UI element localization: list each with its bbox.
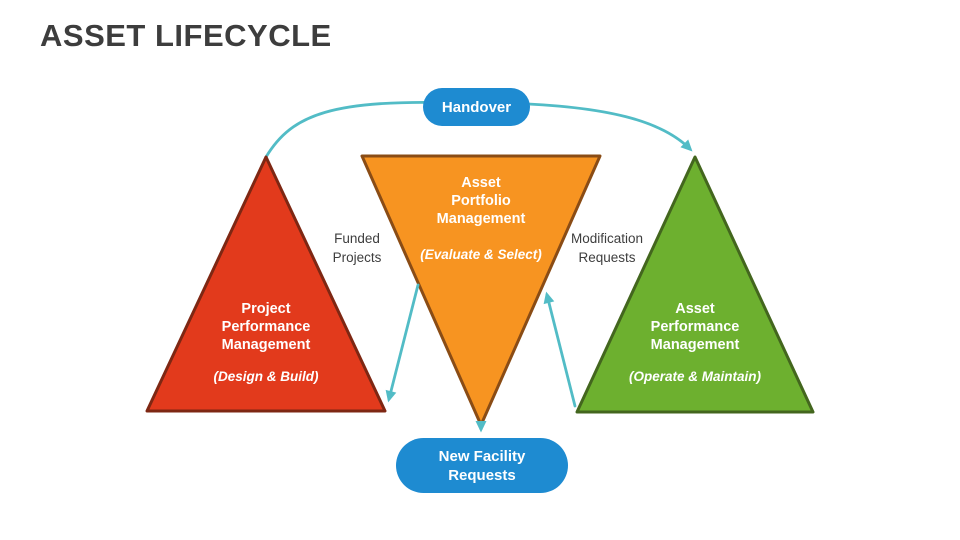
handover-pill-label: Handover [441, 98, 512, 116]
triangle-asset-performance [575, 155, 815, 414]
flow-label-modification-requests: Modification Requests [570, 231, 644, 265]
triangle-caption-operate-maintain: (Operate & Maintain) [628, 369, 761, 384]
modification-requests-arrow [543, 291, 577, 408]
triangle-label-asset-performance: Asset Performance Management [650, 301, 740, 353]
triangle-caption-evaluate-select: (Evaluate & Select) [420, 247, 542, 262]
triangle-label-asset-portfolio: Asset Portfolio Management [436, 175, 526, 227]
triangle-caption-design-build: (Design & Build) [213, 369, 319, 384]
triangle-label-project-performance: Project Performance Management [221, 301, 311, 353]
new-facility-requests-label: New Facility Requests [438, 447, 526, 484]
funded-projects-arrow [385, 283, 420, 403]
handover-arc-right [503, 101, 693, 152]
new-facility-requests-pill: New Facility Requests [396, 438, 568, 493]
triangle-project-performance [145, 155, 387, 413]
handover-arc-left [264, 101, 464, 159]
page-title: ASSET LIFECYCLE [40, 18, 332, 53]
triangle-asset-portfolio [360, 154, 602, 427]
flow-label-funded-projects: Funded Projects [332, 231, 382, 265]
handover-pill: Handover [423, 88, 530, 126]
